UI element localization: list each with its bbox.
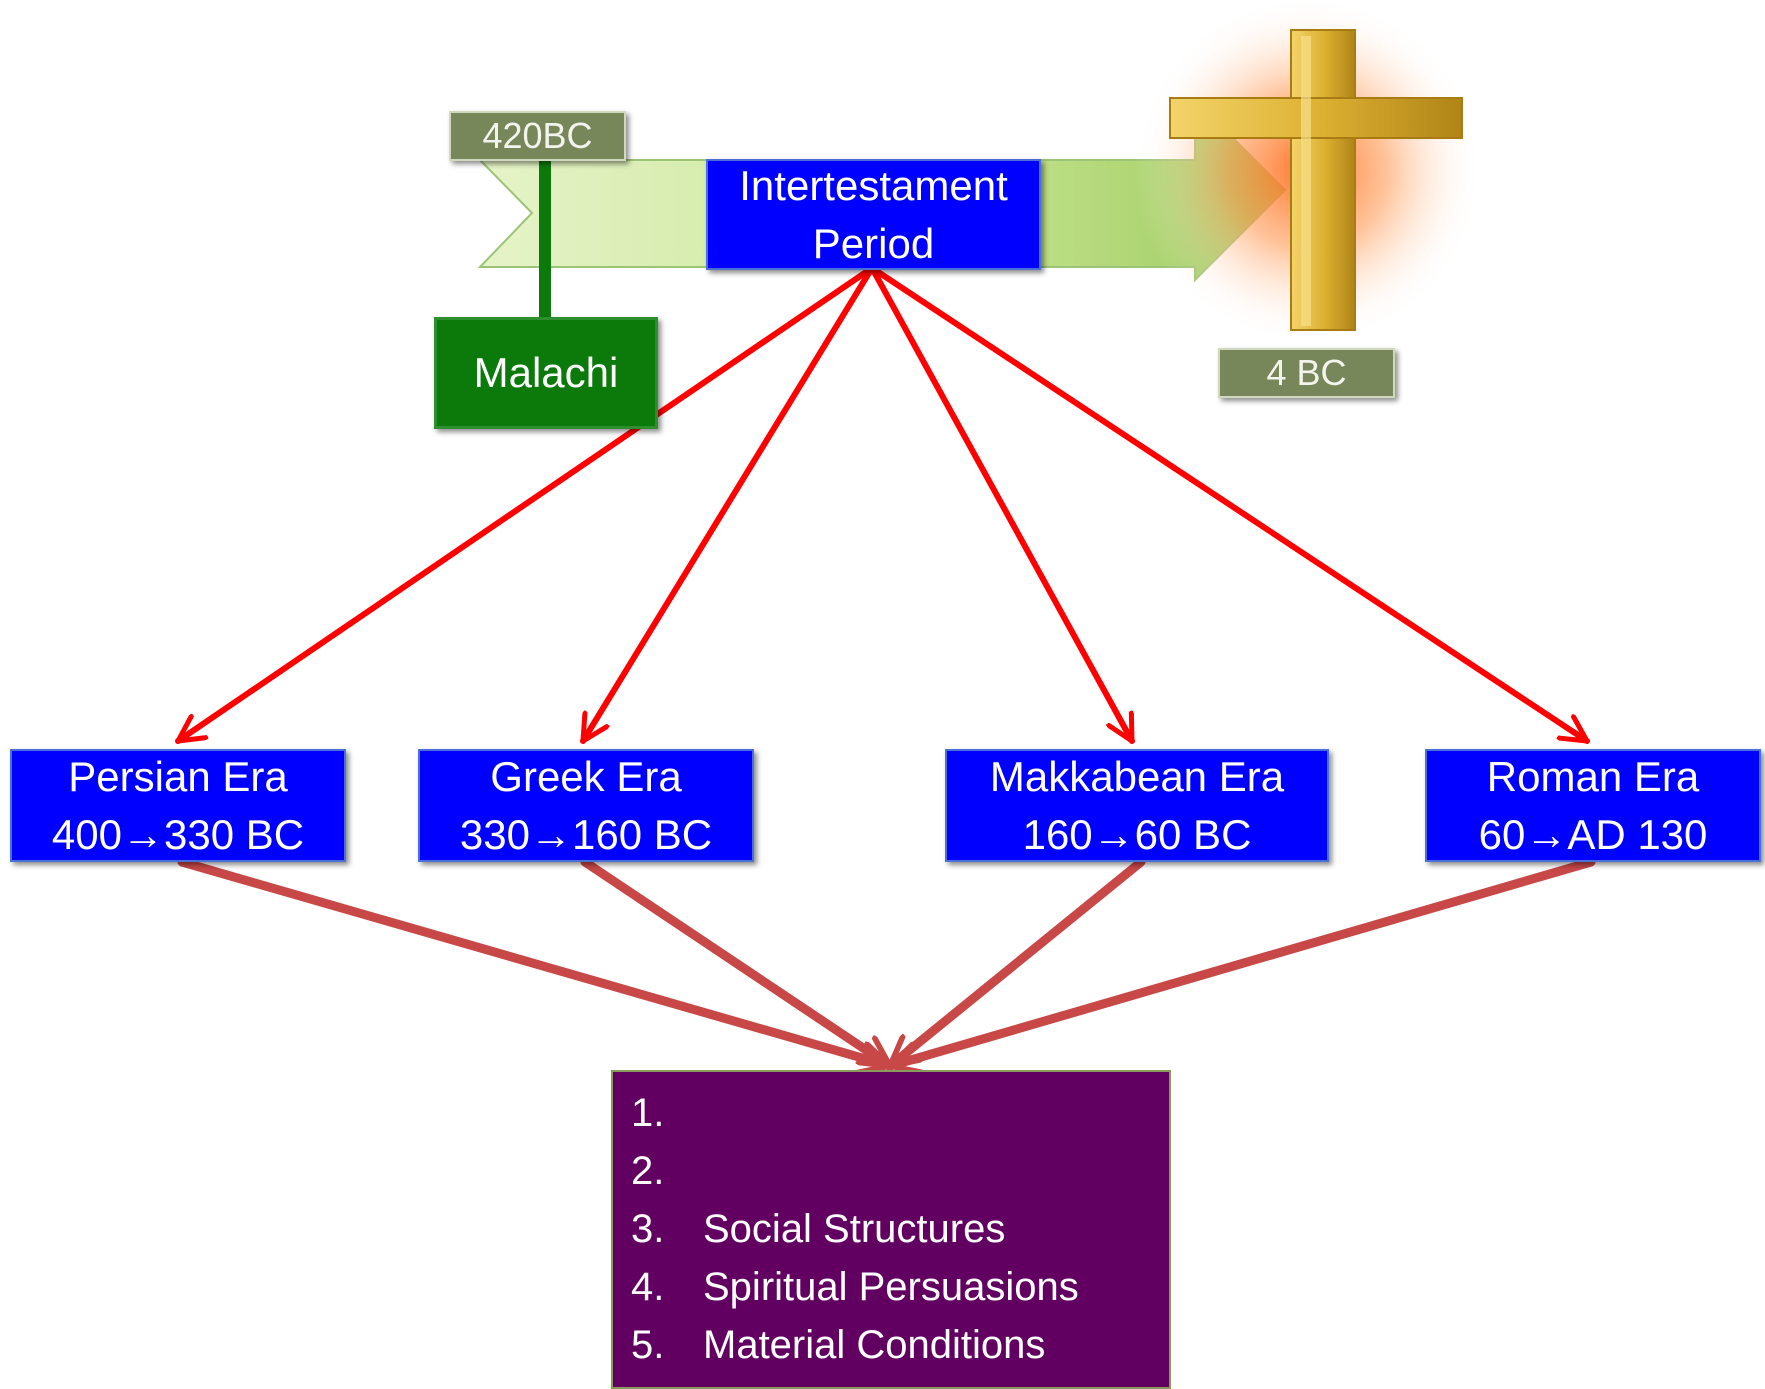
era-name: Greek Era: [490, 752, 682, 800]
start-date-text: 420BC: [482, 115, 593, 156]
era-box-greek: Greek Era 330→160 BC: [418, 749, 754, 862]
era-range: 330→160 BC: [459, 810, 713, 858]
malachi-box: Malachi: [434, 317, 658, 429]
arrow-makkabean-to-outcomes: [885, 857, 1146, 1071]
arrow-to-greek-era: [580, 265, 875, 744]
era-box-makkabean: Makkabean Era 160→60 BC: [945, 749, 1329, 862]
outcomes-box: 1. 2. 3.Social Structures 4.Spiritual Pe…: [611, 1070, 1171, 1389]
era-box-persian: Persian Era 400→330 BC: [10, 749, 346, 862]
era-name: Roman Era: [1486, 752, 1700, 800]
era-range: 400→330 BC: [51, 810, 305, 858]
arrow-persian-to-outcomes: [177, 857, 895, 1066]
right-arrow-icon: →: [121, 810, 164, 858]
era-range: 160→60 BC: [1022, 810, 1252, 858]
right-arrow-icon: →: [529, 810, 572, 858]
era-name: Makkabean Era: [989, 752, 1285, 800]
arrow-to-roman-era: [869, 265, 1590, 744]
outcome-item: 1.: [631, 1091, 665, 1135]
period-title-box: Intertestament Period: [706, 159, 1041, 270]
right-arrow-icon: →: [1092, 810, 1135, 858]
arrow-greek-to-outcomes: [580, 857, 895, 1071]
malachi-text: Malachi: [473, 349, 619, 396]
right-arrow-icon: →: [1525, 810, 1568, 858]
malachi-marker-stem: [539, 130, 551, 320]
arrow-roman-to-outcomes: [885, 857, 1596, 1066]
arrow-to-persian-era: [175, 265, 875, 744]
end-date-text: 4 BC: [1266, 352, 1347, 393]
period-title-text: Intertestament Period: [739, 161, 1008, 267]
outcome-item: 2.: [631, 1149, 665, 1193]
era-box-roman: Roman Era 60→AD 130: [1425, 749, 1761, 862]
outcome-item: 3.Social Structures: [631, 1207, 1006, 1251]
arrow-to-makkabean-era: [869, 265, 1135, 744]
era-name: Persian Era: [68, 752, 288, 800]
cross-icon: [1169, 29, 1463, 331]
outcome-item: 5.Material Conditions: [631, 1323, 1046, 1367]
outcome-item: 4.Spiritual Persuasions: [631, 1265, 1079, 1309]
start-date-label: 420BC: [449, 111, 626, 161]
end-date-label: 4 BC: [1218, 348, 1395, 398]
era-range: 60→AD 130: [1478, 810, 1708, 858]
